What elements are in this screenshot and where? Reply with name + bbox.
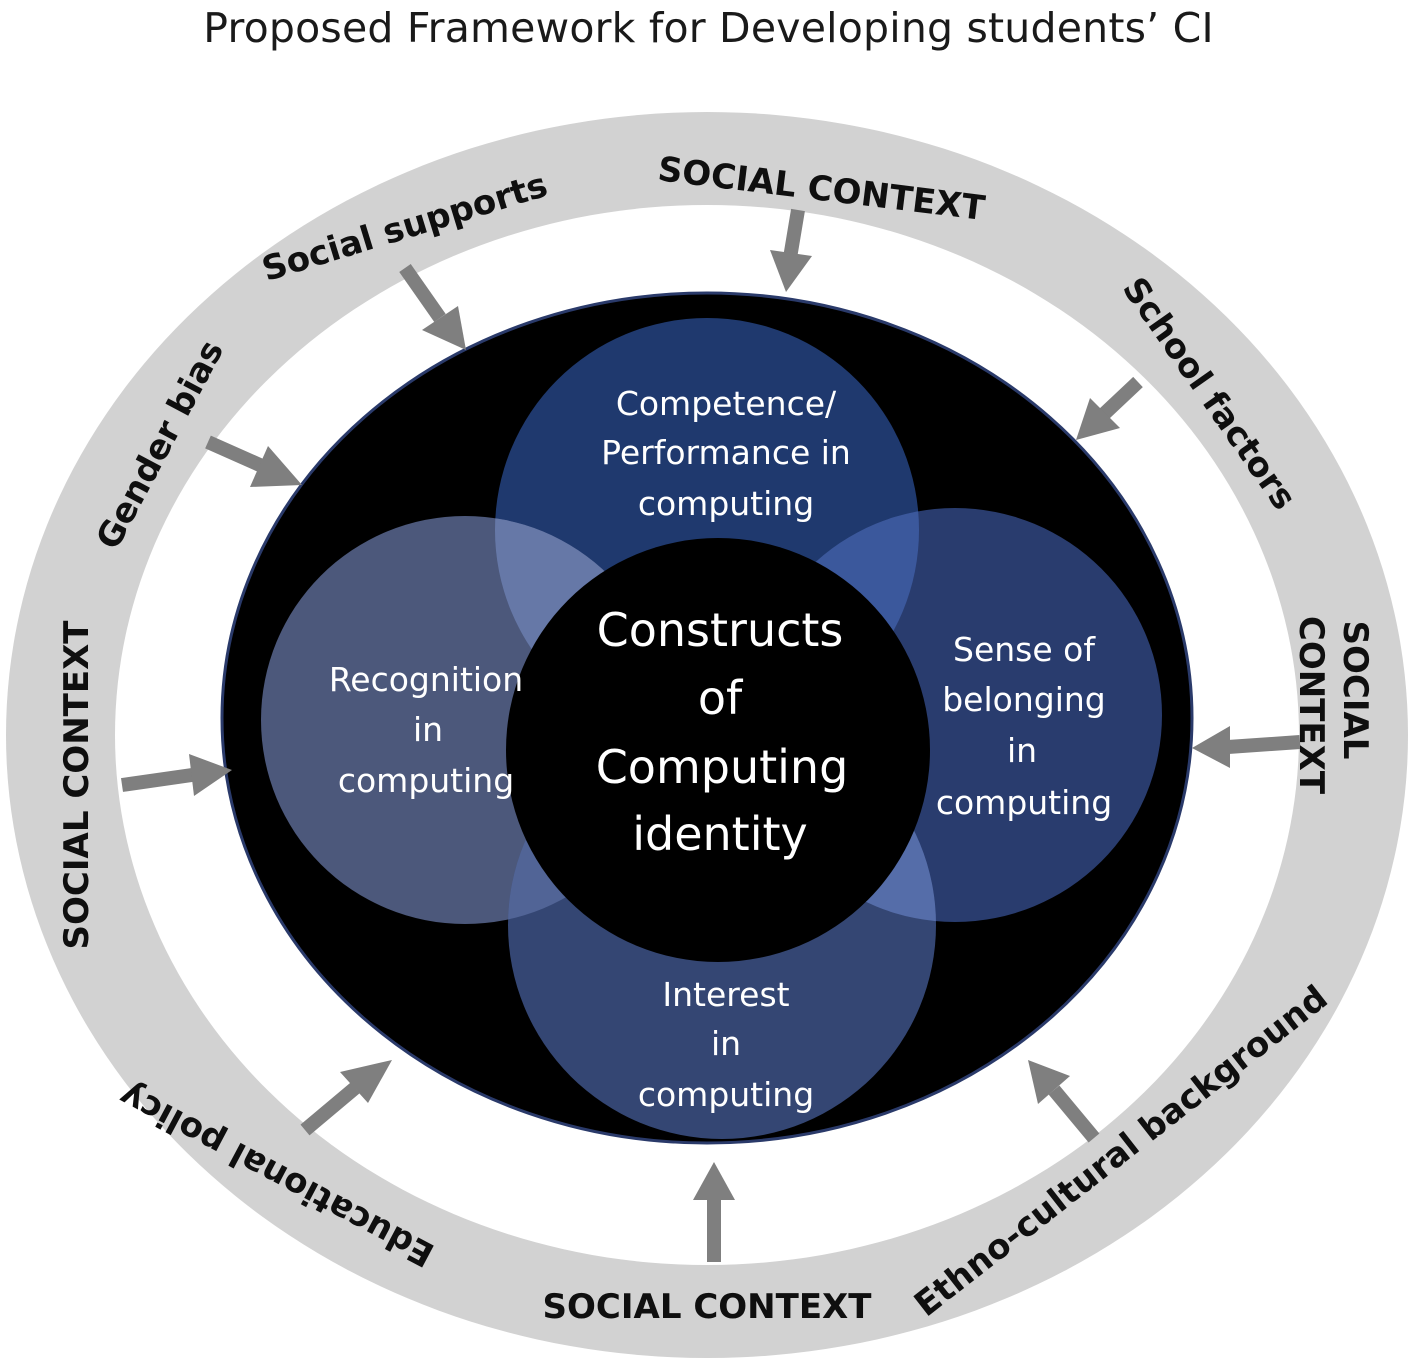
core-circle [506,538,930,962]
competence-line3: computing [638,484,814,523]
arrow-educational-policy [300,1060,392,1136]
label-interest: Interest in computing [638,975,814,1114]
label-social-context-left: SOCIAL CONTEXT [57,620,97,950]
label-social-context-bottom: SOCIAL CONTEXT [543,1287,873,1327]
core-line2: of [698,671,744,725]
competence-line2: Performance in [601,433,851,472]
arrow-school-factors [1076,376,1143,440]
belonging-line4: computing [936,783,1112,822]
arrow-top [770,208,812,292]
recognition-line2: in [413,710,443,749]
core-line1: Constructs [597,603,844,657]
arrow-left [121,754,232,796]
label-belonging: Sense of belonging in computing [936,630,1112,822]
label-social-context-right-line1: SOCIAL [1335,621,1375,760]
arrow-gender-bias [205,435,302,487]
core-line4: identity [632,807,808,861]
arrow-social-supports [399,263,466,350]
interest-line3: computing [638,1075,814,1114]
core-line3: Computing [596,740,849,794]
belonging-line2: belonging [942,680,1106,719]
belonging-line1: Sense of [953,630,1096,669]
arrow-bottom [693,1162,735,1262]
recognition-line1: Recognition [329,660,523,699]
diagram-title: Proposed Framework for Developing studen… [203,4,1214,52]
label-competence: Competence/ Performance in computing [601,384,851,523]
label-recognition: Recognition in computing [329,660,523,800]
interest-line2: in [711,1024,741,1063]
arrow-ethno-cultural [1028,1060,1100,1143]
core-ellipse-rim [220,291,1194,1145]
arrows [121,208,1301,1262]
arrow-right [1192,726,1301,768]
interest-line1: Interest [662,975,789,1014]
label-social-context-right-line2: CONTEXT [1291,616,1331,795]
recognition-line3: computing [338,761,514,800]
competence-line1: Competence/ [616,384,837,423]
belonging-line3: in [1007,731,1037,770]
label-core: Constructs of Computing identity [596,603,849,861]
